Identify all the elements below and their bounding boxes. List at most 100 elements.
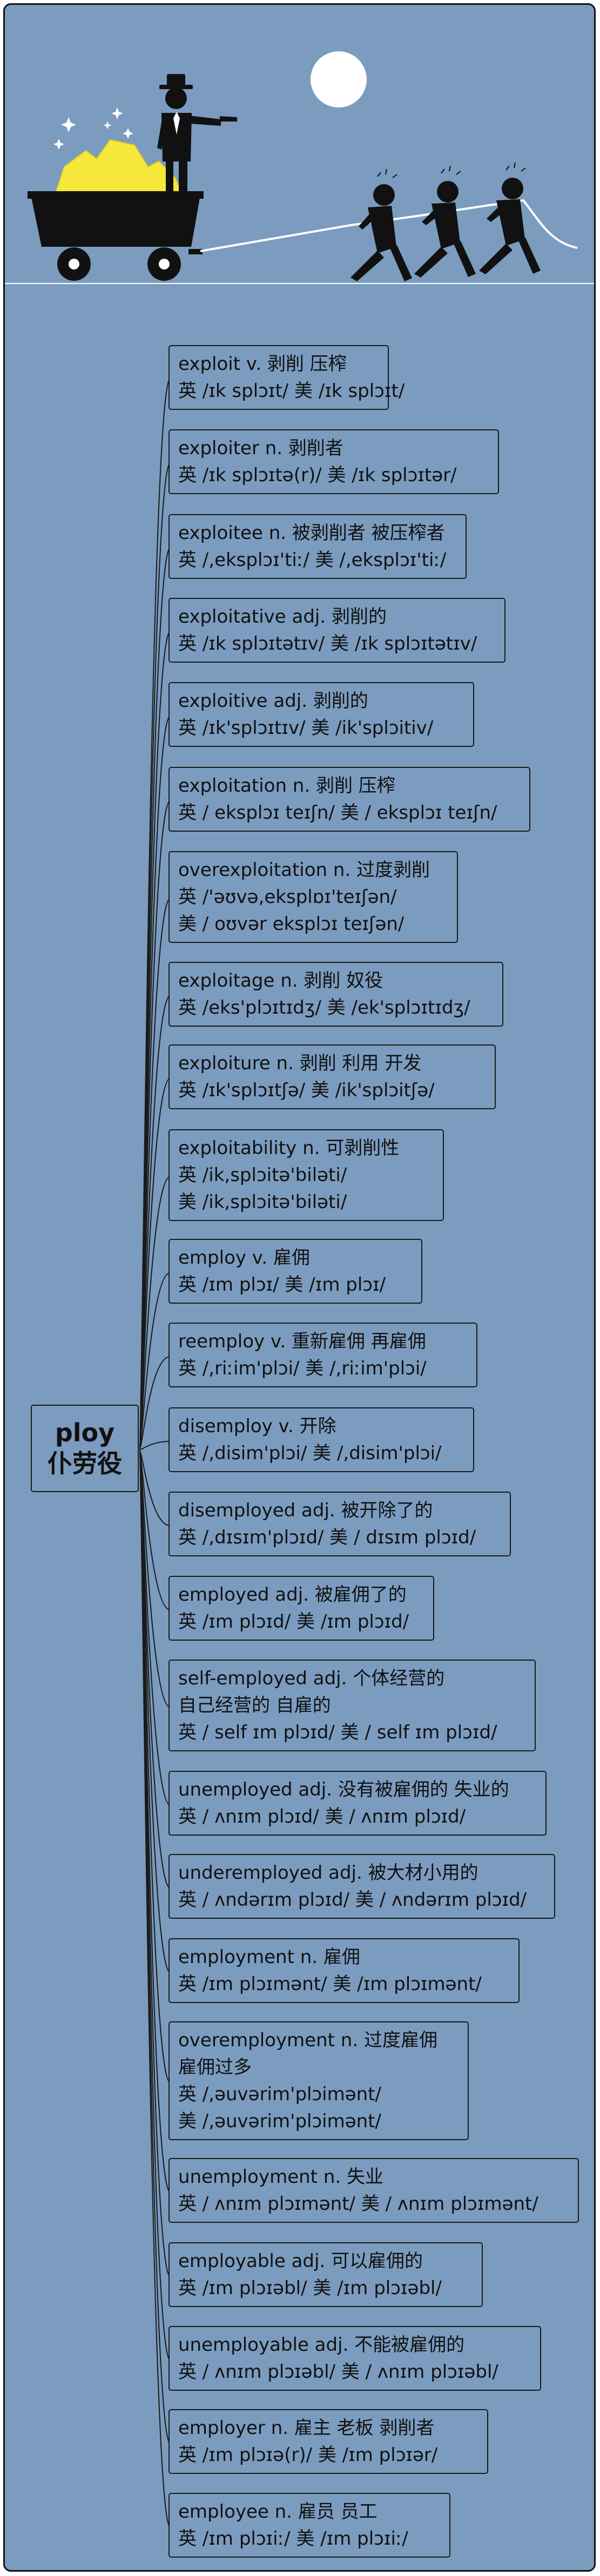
pronunciation: 英 /,eksplɔɪ'tiː/ 美 /,eksplɔɪ'tiː/ <box>178 549 447 571</box>
pronunciation: 英 /eks'plɔɪtɪdʒ/ 美 /ek'splɔɪtɪdʒ/ <box>178 997 470 1019</box>
word-node-disemploy: disemploy v. 开除 英 /,disim'plɔi/ 美 /,disi… <box>168 1407 474 1472</box>
pronunciation: 英 /,əuvərim'plɔimənt/ <box>178 2083 381 2105</box>
pronunciation: 英 /ik,splɔitə'biləti/ <box>178 1164 347 1186</box>
word-node-exploitative: exploitative adj. 剥削的 英 /ɪk splɔɪtətɪv/ … <box>168 598 505 663</box>
connector-lines <box>139 379 171 2527</box>
headword: disemployed adj. 被开除了的 <box>178 1500 433 1521</box>
headword: exploitage n. 剥削 奴役 <box>178 970 383 992</box>
headword: self-employed adj. 个体经营的 <box>178 1668 445 1689</box>
pronunciation: 英 /,dɪsɪm'plɔɪd/ 美 / dɪsɪm plɔɪd/ <box>178 1527 476 1548</box>
pronunciation: 英 /ɪk splɔɪt/ 美 /ɪk splɔɪt/ <box>178 380 405 402</box>
word-node-exploitage: exploitage n. 剥削 奴役 英 /eks'plɔɪtɪdʒ/ 美 /… <box>168 962 503 1027</box>
headword: employable adj. 可以雇佣的 <box>178 2250 423 2272</box>
worker-figure-icon <box>350 184 412 281</box>
word-node-exploitability: exploitability n. 可剥削性 英 /ik,splɔitə'bil… <box>168 1129 444 1221</box>
pronunciation: 美 /,əuvərim'plɔimənt/ <box>178 2110 381 2132</box>
word-node-exploiter: exploiter n. 剥削者 英 /ɪk splɔɪtə(r)/ 美 /ɪk… <box>168 429 499 494</box>
word-node-unemployed: unemployed adj. 没有被雇佣的 失业的 英 / ʌnɪm plɔɪ… <box>168 1771 547 1836</box>
headword: employer n. 雇主 老板 剥削者 <box>178 2417 435 2439</box>
word-node-employee: employee n. 雇员 员工 英 /ɪm plɔɪiː/ 美 /ɪm pl… <box>168 2493 450 2558</box>
moon-icon <box>311 51 367 107</box>
mine-cart-icon <box>28 191 204 281</box>
headword: exploitative adj. 剥削的 <box>178 606 387 628</box>
word-node-disemployed: disemployed adj. 被开除了的 英 /,dɪsɪm'plɔɪd/ … <box>168 1492 511 1556</box>
word-node-reemploy: reemploy v. 重新雇佣 再雇佣 英 /,riːim'plɔi/ 美 /… <box>168 1323 477 1387</box>
pronunciation: 英 / ʌnɪm plɔɪəbl/ 美 / ʌnɪm plɔɪəbl/ <box>178 2361 498 2383</box>
headword: exploitability n. 可剥削性 <box>178 1137 400 1159</box>
pronunciation: 英 /ɪk splɔɪtətɪv/ 美 /ɪk splɔɪtətɪv/ <box>178 633 477 655</box>
word-node-employable: employable adj. 可以雇佣的 英 /ɪm plɔɪəbl/ 美 /… <box>168 2242 483 2307</box>
pronunciation: 英 /ɪm plɔɪ/ 美 /ɪm plɔɪ/ <box>178 1274 386 1296</box>
pronunciation: 英 /ɪk'splɔɪtɪv/ 美 /ik'splɔitiv/ <box>178 717 434 739</box>
hero-illustration <box>28 51 578 281</box>
headword: exploitee n. 被剥削者 被压榨者 <box>178 522 445 544</box>
pronunciation: 英 / ʌnɪm plɔɪd/ 美 / ʌnɪm plɔɪd/ <box>178 1806 466 1828</box>
word-node-exploiture: exploiture n. 剥削 利用 开发 英 /ɪk'splɔɪtʃə/ 美… <box>168 1044 496 1109</box>
headword: exploiture n. 剥削 利用 开发 <box>178 1053 422 1074</box>
worker-figure-icon <box>479 178 541 274</box>
pronunciation: 英 /ɪm plɔɪəbl/ 美 /ɪm plɔɪəbl/ <box>178 2277 442 2299</box>
pronunciation: 英 /ɪk'splɔɪtʃə/ 美 /ik'splɔitʃə/ <box>178 1080 435 1101</box>
headword: unemployed adj. 没有被雇佣的 失业的 <box>178 1779 509 1800</box>
pronunciation: 英 / ʌnɪm plɔɪmənt/ 美 / ʌnɪm plɔɪmənt/ <box>178 2193 538 2215</box>
root-node: ploy 仆劳役 <box>31 1405 139 1492</box>
headword: employed adj. 被雇佣了的 <box>178 1584 407 1606</box>
connector-line <box>139 1449 171 2527</box>
headword: overemployment n. 过度雇佣 <box>178 2029 437 2051</box>
pronunciation: 英 /ɪm plɔɪd/ 美 /ɪm plɔɪd/ <box>178 1611 409 1633</box>
word-node-employed: employed adj. 被雇佣了的 英 /ɪm plɔɪd/ 美 /ɪm p… <box>168 1576 434 1641</box>
connector-line <box>139 1272 171 1451</box>
headword: unemployable adj. 不能被雇佣的 <box>178 2334 465 2356</box>
headword: exploiter n. 剥削者 <box>178 437 343 459</box>
boss-figure-icon <box>157 74 237 194</box>
headword: unemployment n. 失业 <box>178 2166 383 2188</box>
headword: exploitation n. 剥削 压榨 <box>178 775 395 797</box>
word-node-exploitee: exploitee n. 被剥削者 被压榨者 英 /,eksplɔɪ'tiː/ … <box>168 514 467 579</box>
word-node-unemployment: unemployment n. 失业 英 / ʌnɪm plɔɪmənt/ 美 … <box>168 2158 579 2223</box>
word-node-exploit: exploit v. 剥削 压榨 英 /ɪk splɔɪt/ 美 /ɪk spl… <box>168 345 405 410</box>
pronunciation: 英 /ɪm plɔɪiː/ 美 /ɪm plɔɪiː/ <box>178 2528 408 2550</box>
headword: disemploy v. 开除 <box>178 1415 336 1437</box>
headword: employ v. 雇佣 <box>178 1247 310 1269</box>
pronunciation: 英 / self ɪm plɔɪd/ 美 / self ɪm plɔɪd/ <box>178 1722 497 1743</box>
word-node-employment: employment n. 雇佣 英 /ɪm plɔɪmənt/ 美 /ɪm p… <box>168 1938 520 2003</box>
connector-line <box>139 1356 171 1451</box>
word-node-employer: employer n. 雇主 老板 剥削者 英 /ɪm plɔɪə(r)/ 美 … <box>168 2409 488 2474</box>
pronunciation: 英 / ʌndərɪm plɔɪd/ 美 / ʌndərɪm plɔɪd/ <box>178 1889 527 1911</box>
headword: overexploitation n. 过度剥削 <box>178 859 430 881</box>
headword: 自己经营的 自雇的 <box>178 1695 331 1716</box>
root-meaning: 仆劳役 <box>48 1449 122 1478</box>
word-node-employ: employ v. 雇佣 英 /ɪm plɔɪ/ 美 /ɪm plɔɪ/ <box>168 1239 422 1304</box>
worker-figure-icon <box>414 181 476 278</box>
pronunciation: 英 /,riːim'plɔi/ 美 /,riːim'plɔi/ <box>178 1358 427 1379</box>
headword: exploitive adj. 剥削的 <box>178 690 368 712</box>
rope-icon <box>200 199 578 252</box>
pronunciation: 英 /'əʊvə,eksplɒɪ'teɪʃən/ <box>178 886 397 908</box>
word-node-self-employed: self-employed adj. 个体经营的 自己经营的 自雇的 英 / s… <box>168 1660 536 1751</box>
connector-line <box>139 1441 171 1451</box>
pronunciation: 英 /ɪm plɔɪə(r)/ 美 /ɪm plɔɪər/ <box>178 2444 438 2466</box>
gold-pile-icon <box>53 139 184 197</box>
word-node-overexploitation: overexploitation n. 过度剥削 英 /'əʊvə,eksplɒ… <box>168 851 458 943</box>
headword: exploit v. 剥削 压榨 <box>178 353 347 375</box>
pronunciation: 英 /,disim'plɔi/ 美 /,disim'plɔi/ <box>178 1442 442 1464</box>
word-node-overemployment: overemployment n. 过度雇佣 雇佣过多 英 /,əuvərim'… <box>168 2021 469 2140</box>
pronunciation: 英 /ɪm plɔɪmənt/ 美 /ɪm plɔɪmənt/ <box>178 1973 482 1995</box>
pronunciation: 美 / oʊvər eksplɔɪ teɪʃən/ <box>178 913 405 935</box>
sparkle-icon <box>53 107 133 150</box>
pronunciation: 美 /ik,splɔitə'biləti/ <box>178 1191 347 1213</box>
word-node-exploitive: exploitive adj. 剥削的 英 /ɪk'splɔɪtɪv/ 美 /i… <box>168 682 474 747</box>
pronunciation: 英 / eksplɔɪ teɪʃn/ 美 / eksplɔɪ teɪʃn/ <box>178 802 497 824</box>
word-node-unemployable: unemployable adj. 不能被雇佣的 英 / ʌnɪm plɔɪəb… <box>168 2326 541 2391</box>
root-word: ploy <box>55 1418 115 1447</box>
word-node-underemployed: underemployed adj. 被大材小用的 英 / ʌndərɪm pl… <box>168 1854 555 1919</box>
headword: reemploy v. 重新雇佣 再雇佣 <box>178 1331 426 1352</box>
header-divider <box>5 283 594 284</box>
mindmap-card: ploy 仆劳役 exploit v. 剥削 压榨 英 /ɪk splɔɪt/ … <box>3 3 596 2572</box>
pronunciation: 英 /ɪk splɔɪtə(r)/ 美 /ɪk splɔɪtər/ <box>178 464 457 486</box>
word-node-exploitation: exploitation n. 剥削 压榨 英 / eksplɔɪ teɪʃn/… <box>168 767 530 832</box>
headword: employee n. 雇员 员工 <box>178 2501 377 2523</box>
headword: 雇佣过多 <box>178 2056 252 2078</box>
headword: employment n. 雇佣 <box>178 1946 360 1968</box>
headword: underemployed adj. 被大材小用的 <box>178 1862 478 1884</box>
